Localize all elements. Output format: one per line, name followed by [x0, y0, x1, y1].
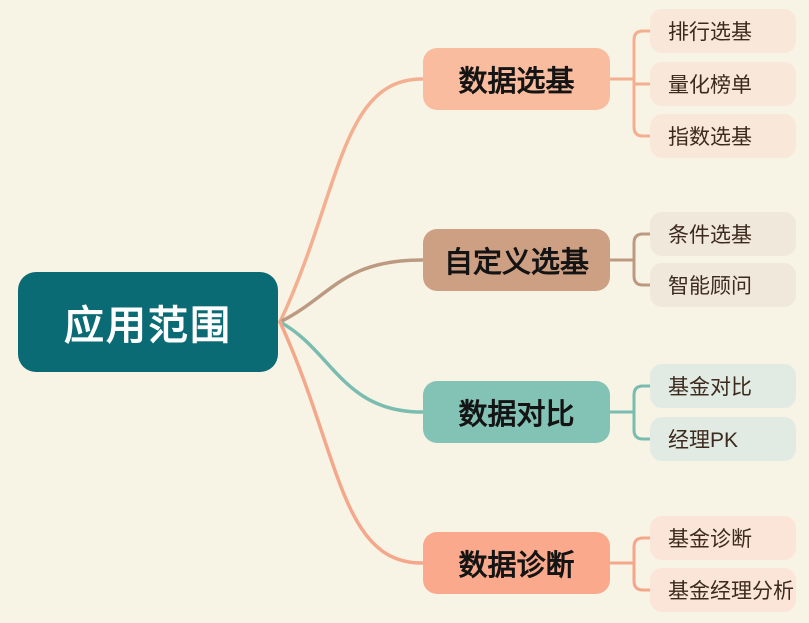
root-to-branch-3-connector: [278, 320, 424, 414]
branch-node-data-fund-selection[interactable]: 数据选基: [423, 48, 610, 110]
branch-4-children-bracket: [608, 536, 653, 592]
branch-node-label: 数据对比: [458, 399, 575, 431]
branch-1-children-bracket: [608, 29, 653, 138]
root-to-branch-2-connector: [278, 258, 424, 324]
child-node-label: 量化榜单: [668, 74, 752, 97]
child-node-manager-pk[interactable]: 经理PK: [650, 417, 796, 461]
child-node-fund-diagnosis[interactable]: 基金诊断: [650, 516, 796, 560]
child-node-smart-advisor[interactable]: 智能顾问: [650, 263, 796, 307]
branch-node-data-diagnosis[interactable]: 数据诊断: [423, 532, 610, 594]
root-node[interactable]: 应用范围: [18, 272, 278, 372]
child-node-label: 经理PK: [668, 429, 739, 452]
root-to-branch-1-connector: [278, 77, 424, 324]
branch-3-children-bracket: [608, 384, 653, 441]
child-node-label: 智能顾问: [668, 275, 752, 298]
branch-2-children-bracket: [608, 232, 653, 287]
branch-node-label: 自定义选基: [443, 247, 589, 279]
child-node-label: 基金经理分析: [668, 580, 794, 603]
branch-node-custom-selection[interactable]: 自定义选基: [423, 229, 610, 291]
child-node-fund-manager-analysis[interactable]: 基金经理分析: [650, 568, 796, 612]
root-node-label: 应用范围: [64, 304, 232, 348]
child-node-label: 指数选基: [668, 126, 752, 149]
root-to-branch-4-connector: [278, 320, 424, 565]
child-node-ranking-selection[interactable]: 排行选基: [650, 9, 796, 53]
child-node-condition-selection[interactable]: 条件选基: [650, 212, 796, 256]
child-node-quant-leaderboard[interactable]: 量化榜单: [650, 62, 796, 106]
branch-node-data-comparison[interactable]: 数据对比: [423, 381, 610, 443]
branch-node-label: 数据诊断: [458, 550, 575, 582]
child-node-label: 基金诊断: [668, 528, 752, 551]
child-node-index-selection[interactable]: 指数选基: [650, 114, 796, 158]
child-node-label: 条件选基: [668, 224, 752, 247]
child-node-label: 排行选基: [668, 21, 752, 44]
child-node-fund-comparison[interactable]: 基金对比: [650, 364, 796, 408]
branch-node-label: 数据选基: [458, 66, 575, 98]
child-node-label: 基金对比: [668, 376, 752, 399]
